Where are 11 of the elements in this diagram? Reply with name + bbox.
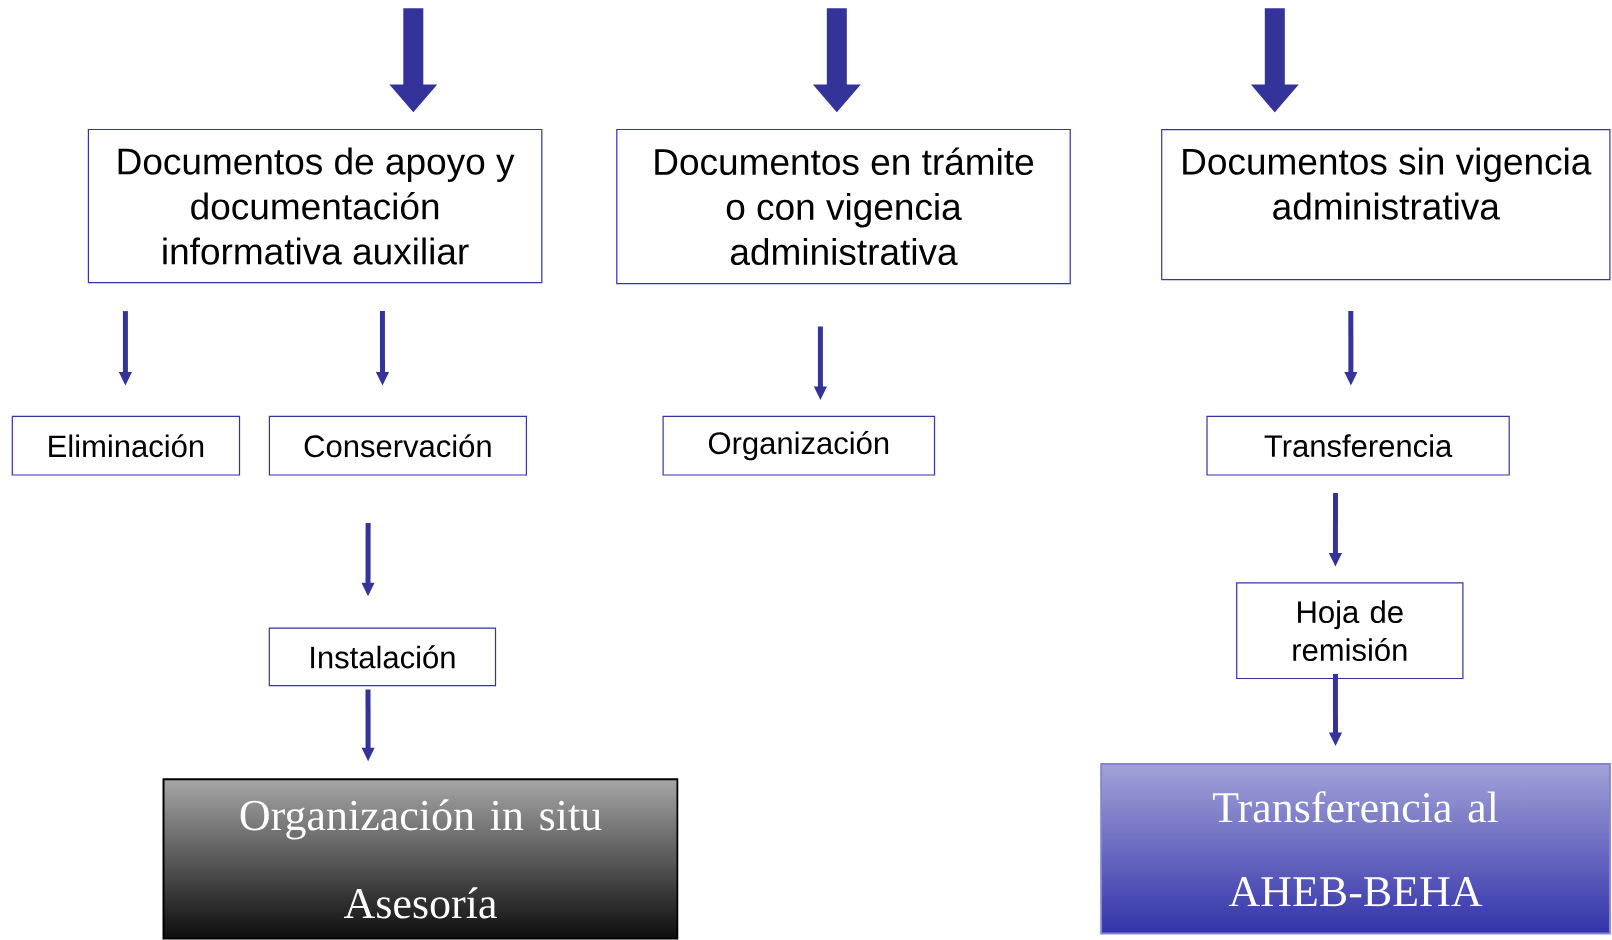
process-box: Transferencia (1206, 415, 1510, 476)
process-box: Documentos de apoyo y documentación informativa auxiliar (87, 128, 543, 284)
process-box: Eliminación (11, 415, 241, 476)
process-box: Organización (662, 415, 936, 476)
result-box: Transferencia al AHEB-BEHA (1100, 762, 1611, 935)
process-box: Hoja de remisión (1236, 582, 1464, 680)
process-box: Instalación (268, 627, 497, 687)
result-box: Organización in situ Asesoría (162, 778, 679, 940)
process-box: Documentos en trámite o con vigencia administrativa (616, 128, 1071, 285)
process-box: Documentos sin vigencia administrativa (1161, 129, 1611, 281)
process-box: Conservación (268, 415, 527, 476)
